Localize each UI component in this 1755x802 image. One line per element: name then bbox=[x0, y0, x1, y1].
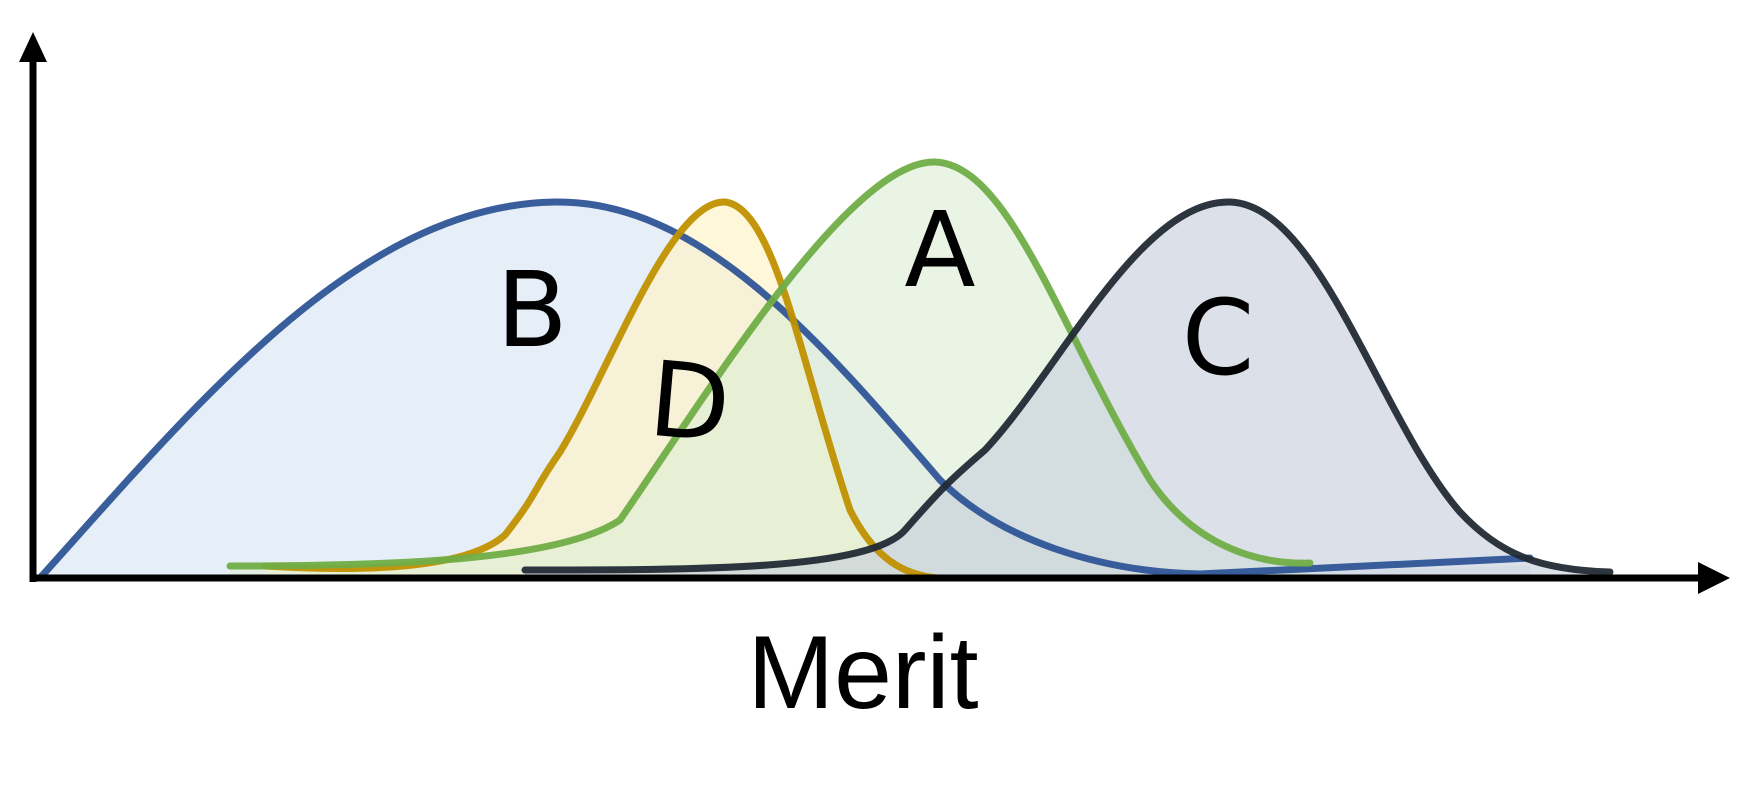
x-axis-title: Merit bbox=[747, 615, 978, 731]
x-axis-arrow-icon bbox=[1698, 562, 1730, 594]
curve-a-label: A bbox=[904, 189, 975, 311]
curve-b-line bbox=[36, 198, 1534, 582]
curve-a-line bbox=[226, 158, 1314, 570]
curve-c-fill bbox=[525, 201, 1610, 581]
curve-c-label: C bbox=[1182, 277, 1255, 399]
curve-lines bbox=[36, 158, 1614, 582]
curve-b-label: B bbox=[496, 249, 567, 371]
curve-fills bbox=[40, 161, 1610, 581]
curve-d-label: D bbox=[645, 338, 735, 467]
axes bbox=[19, 32, 1730, 594]
curve-labels: B D A C bbox=[496, 189, 1254, 466]
curve-d-line bbox=[261, 198, 941, 582]
y-axis-arrow-icon bbox=[19, 32, 47, 62]
curve-c-line bbox=[521, 198, 1614, 576]
